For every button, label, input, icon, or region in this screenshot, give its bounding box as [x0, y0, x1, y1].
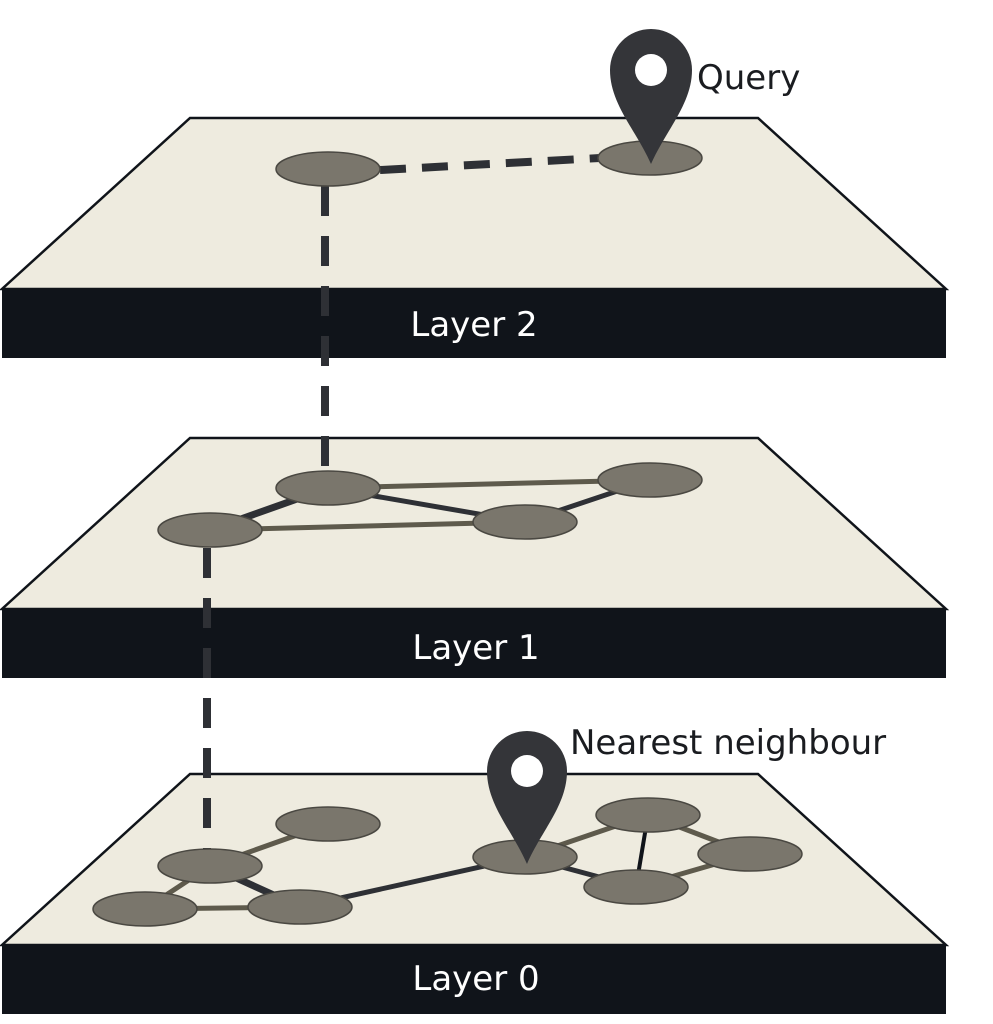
layer-1-node [157, 512, 263, 548]
layer-0-band [2, 945, 946, 1014]
layer-0-graph [92, 797, 803, 927]
query-marker: Query [610, 29, 800, 164]
map-pin-icon [487, 731, 567, 864]
nearest-neighbour-marker: Nearest neighbour [487, 723, 886, 864]
layer-2-band [2, 289, 946, 358]
layer-1: Layer 1 [0, 436, 950, 678]
layer-1-band [2, 609, 946, 678]
layer-2-node-entry [275, 151, 381, 187]
layer-1-label: Layer 1 [412, 628, 539, 668]
layer-0-node [92, 891, 198, 927]
layer-1-graph [157, 462, 703, 548]
layer-0-node [595, 797, 701, 833]
layer-1-node [472, 504, 578, 540]
layer-0-node [697, 836, 803, 872]
layer-0-node [583, 869, 689, 905]
map-pin-hole [635, 54, 667, 86]
search-path-layer2-horizontal [379, 154, 601, 174]
layer-1-edge [327, 477, 651, 491]
map-pin-icon [610, 29, 692, 164]
query-label: Query [697, 58, 800, 98]
layer-2: Layer 2 [0, 116, 950, 358]
nearest-neighbour-label: Nearest neighbour [570, 723, 886, 763]
layer-0-node [275, 806, 381, 842]
layer-1-node [275, 470, 381, 506]
layer-0-node [157, 848, 263, 884]
layer-0-label: Layer 0 [412, 959, 539, 999]
layer-0-node [247, 889, 353, 925]
layer-1-node [597, 462, 703, 498]
layer-2-plane [0, 116, 950, 291]
layer-2-label: Layer 2 [410, 305, 537, 345]
map-pin-hole [511, 755, 543, 787]
search-path [203, 154, 601, 850]
